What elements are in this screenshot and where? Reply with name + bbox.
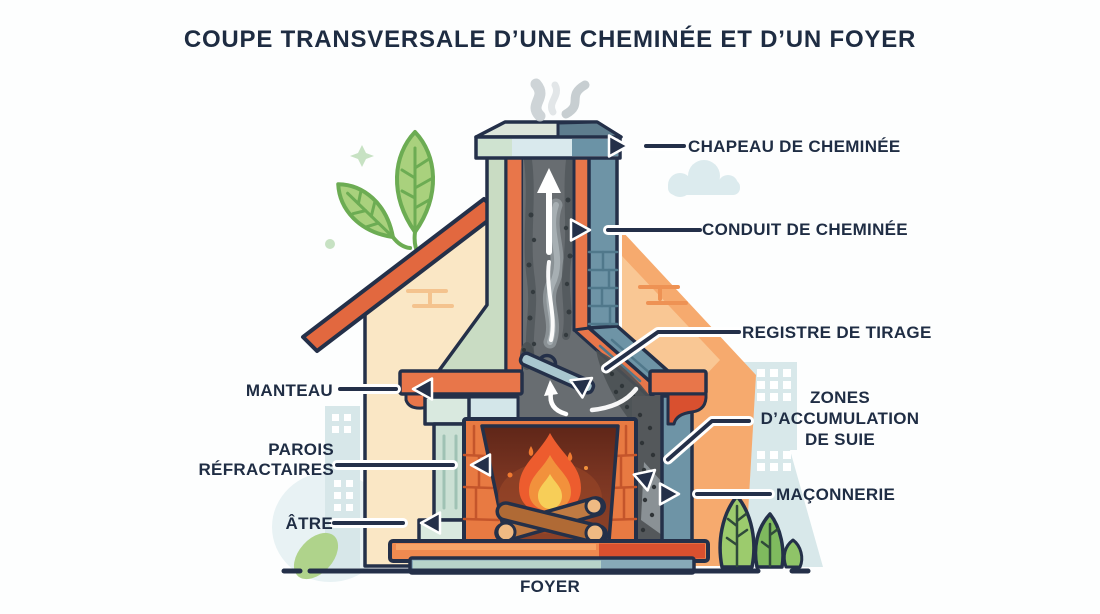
label-manteau: MANTEAU xyxy=(245,381,333,400)
dot-accent xyxy=(325,239,335,249)
background-scenery xyxy=(272,130,823,582)
label-arrows xyxy=(329,134,775,535)
flame-icon xyxy=(507,433,588,514)
spark xyxy=(567,452,573,461)
firebrick-joints xyxy=(462,424,638,522)
bush-icon xyxy=(718,494,804,569)
mantel-corbel-red xyxy=(666,392,708,426)
page-title: COUPE TRANSVERSALE D’UNE CHEMINÉE ET D’U… xyxy=(183,26,917,53)
smoke-icon xyxy=(530,78,590,122)
brick-mark xyxy=(638,285,688,305)
label-zones: ZONES D’ACCUMULATION DE SUIE xyxy=(760,388,920,449)
firebox xyxy=(462,417,638,547)
label-parois: PAROIS RÉFRACTAIRES xyxy=(198,440,334,479)
sparkle-icon xyxy=(350,145,374,167)
brick-mark xyxy=(406,289,454,308)
leaf-icon xyxy=(395,130,435,260)
label-atre: ÂTRE xyxy=(285,514,333,533)
logs-icon xyxy=(494,496,609,545)
spark xyxy=(507,472,513,478)
leaf-icon xyxy=(293,532,339,580)
airflow-curved-arrow xyxy=(544,380,639,417)
label-maconnerie: MAÇONNERIE xyxy=(776,485,896,504)
airflow-up-arrow xyxy=(537,168,561,342)
spark xyxy=(584,466,588,470)
label-registre: REGISTRE DE TIRAGE xyxy=(742,323,932,342)
flue-lining-left xyxy=(504,155,525,374)
label-foyer: FOYER xyxy=(519,577,581,596)
arrow-zones xyxy=(666,419,751,462)
cloud-icon xyxy=(668,160,740,197)
chimney-cap xyxy=(474,120,623,160)
label-chapeau: CHAPEAU DE CHEMINÉE xyxy=(688,137,901,156)
soot-specks xyxy=(524,156,574,364)
label-conduit: CONDUIT DE CHEMINÉE xyxy=(702,220,908,239)
flue-lining-right xyxy=(572,155,591,332)
hearth-slab xyxy=(388,539,710,575)
spark xyxy=(528,446,534,456)
leaf-icon xyxy=(336,182,413,251)
soot-speckles xyxy=(637,412,657,533)
arrow-registre xyxy=(604,330,741,371)
